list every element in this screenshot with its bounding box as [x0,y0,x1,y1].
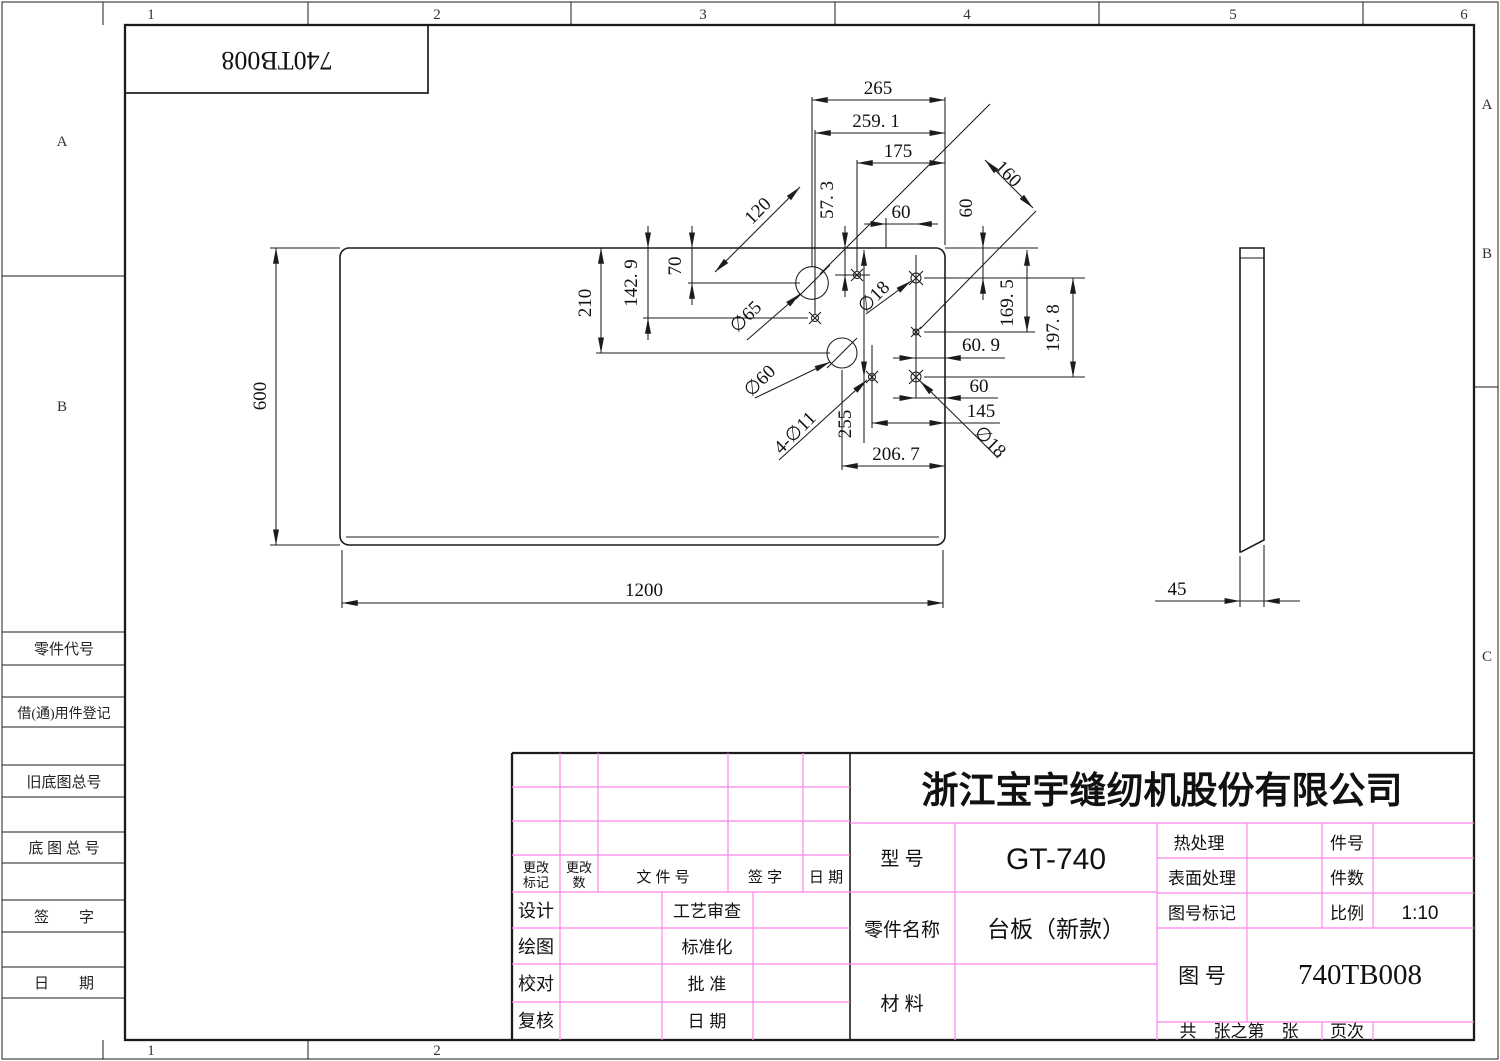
dim-145: 145 [967,401,996,422]
leader-d18-bottom [919,380,999,459]
dim-175: 175 [884,141,913,162]
dim-160: 160 [990,157,1025,192]
change-mark-label: 更改 [523,860,549,875]
sheet-label: 共 张之第 张 [1180,1022,1299,1041]
scale-value: 1:10 [1402,903,1439,924]
drawing-no-label: 图 号 [1178,965,1226,988]
date2-label: 日 期 [688,1012,727,1031]
material-label: 材 料 [880,993,923,1015]
sign-label: 签 字 [748,869,782,886]
zone-right-C: C [1482,649,1492,665]
zone-top-5: 5 [1229,7,1237,23]
drawing-frame [123,23,1476,1042]
register-sidebar: 零件代号 借(通)用件登记 旧底图总号 底 图 总 号 签 字 日 期 [2,641,125,999]
zone-right-B: B [1482,246,1492,262]
drawn-label: 绘图 [518,937,554,957]
zone-top-6: 6 [1460,7,1468,23]
dim-line-120 [714,186,801,273]
item-count-label: 件数 [1330,869,1364,888]
company-name: 浙江宝宇缝纫机股份有限公司 [922,770,1403,811]
design-label: 设计 [518,901,554,921]
file-no-label: 文 件 号 [636,869,689,886]
leader-4xd11 [778,379,868,461]
zone-top-2: 2 [433,7,441,23]
zone-bottom-1: 1 [147,1043,155,1059]
dim-255: 255 [835,410,856,439]
dim-60-right: 60 [970,376,989,397]
hole-d11-b [808,311,822,325]
sidebar-date: 日 期 [34,975,94,992]
dim-265: 265 [864,78,893,99]
plate-front-view [339,247,946,546]
dim-dia18-bottom: ∅18 [970,422,1010,462]
zone-top-4: 4 [963,7,971,23]
dim-169-5: 169. 5 [997,279,1018,327]
plate-side-view [1239,247,1265,553]
approve-label: 批 准 [688,975,727,994]
check-label: 校对 [518,974,554,994]
side-outline [1239,247,1265,553]
change-count-label: 更改 [566,860,592,875]
dim-60-top-h: 60 [892,202,911,223]
dim-dia65: ∅65 [726,297,766,337]
part-name-label: 零件名称 [864,919,940,941]
dim-600: 600 [250,382,271,411]
item-no-label: 件号 [1330,834,1364,853]
drawno-mark-label: 图号标记 [1168,904,1236,923]
extension-lines [270,97,1300,608]
dim-dia18-top: ∅18 [854,277,894,317]
sidebar-signature: 签 字 [34,909,94,926]
dim-197-8: 197. 8 [1043,304,1064,352]
leader-d65 [746,293,801,341]
process-review-label: 工艺审查 [673,902,741,921]
surface-treatment-label: 表面处理 [1168,869,1236,888]
model-label: 型 号 [880,848,923,870]
corner-stamp: 740TB008 [124,24,429,94]
dim-142-9: 142. 9 [621,259,642,307]
dim-line-160 [984,159,1034,209]
sidebar-part-code: 零件代号 [34,641,94,658]
leader-d60 [754,361,831,399]
scale-label: 比例 [1330,904,1364,923]
zone-right-A: A [1482,97,1493,113]
dimension-texts: 265 259. 1 175 60 60. 9 60 145 206. 7 12… [250,78,1187,601]
svg-text:数: 数 [572,875,585,890]
sidebar-master-no: 底 图 总 号 [28,840,99,857]
dim-120: 120 [741,194,776,229]
dim-57-3: 57. 3 [817,181,838,219]
title-block: 浙江宝宇缝纫机股份有限公司 更改 标记 更改 数 文 件 号 签 字 日 期 设… [510,751,1474,1041]
dim-1200: 1200 [625,580,663,601]
zone-bottom-2: 2 [433,1043,441,1059]
dim-210: 210 [575,289,596,318]
heat-treatment-label: 热处理 [1174,834,1225,853]
sidebar-old-master-no: 旧底图总号 [26,774,101,791]
dim-206-7: 206. 7 [872,444,920,465]
leader-d18-top [865,280,912,315]
dimension-lines [272,96,1286,607]
dim-60-top-v: 60 [956,199,977,218]
dim-45: 45 [1168,579,1187,600]
drawing-no-value: 740TB008 [1298,959,1422,991]
dim-70: 70 [665,257,686,276]
zone-top-1: 1 [147,7,155,23]
standardize-label: 标准化 [682,938,733,957]
svg-text:标记: 标记 [523,875,549,890]
dim-4xd11: 4-∅11 [770,408,821,459]
zone-left-B: B [57,399,67,415]
corner-stamp-number: 740TB008 [221,46,332,75]
dim-60-9: 60. 9 [962,335,1000,356]
zone-left-A: A [57,134,68,150]
part-name-value: 台板（新款） [987,916,1125,942]
zone-top-3: 3 [699,7,707,23]
date-label: 日 期 [809,869,843,886]
page-label: 页次 [1330,1022,1364,1041]
dim-259-1: 259. 1 [852,111,900,132]
sidebar-borrowed-register: 借(通)用件登记 [17,706,110,722]
model-value: GT-740 [1006,843,1106,876]
dim-dia60: ∅60 [740,361,780,401]
recheck-label: 复核 [518,1011,554,1031]
plate-outline [339,247,946,546]
